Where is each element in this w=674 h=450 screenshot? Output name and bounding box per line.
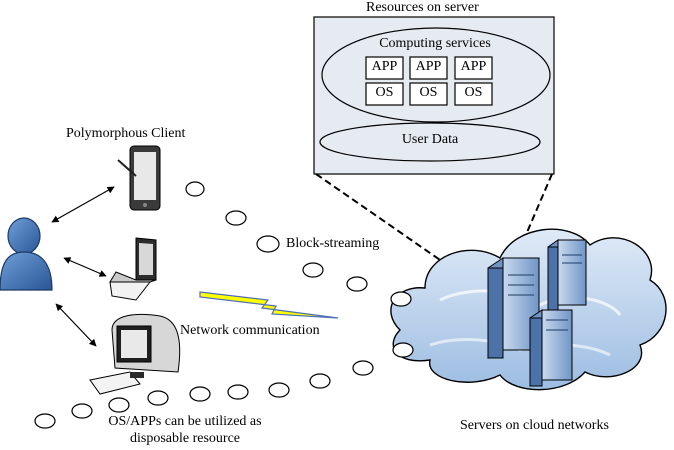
app-label-1: APP [371,59,398,74]
resources-on-server-label: Resources on server [366,0,479,15]
os-apps-caption-line2: disposable resource [129,431,241,446]
os-box-2 [409,82,448,106]
server-icon [547,239,587,313]
server-resources-panel [313,16,555,175]
computing-services-ellipse [321,27,551,123]
servers-on-cloud-label: Servers on cloud networks [460,418,609,433]
tablet-icon [117,145,161,211]
app-box-3 [454,56,493,80]
os-label-3: OS [464,85,483,100]
app-box-1 [365,56,404,80]
client-arrows [51,186,115,347]
user-icon [0,217,53,291]
app-label-3: APP [460,59,487,74]
stream-dots [34,181,414,429]
os-label-1: OS [375,85,394,100]
os-label-2: OS [419,85,438,100]
server-icon [529,309,573,387]
polymorphous-client-label: Polymorphous Client [66,126,186,141]
app-box-2 [409,56,448,80]
app-label-2: APP [415,59,442,74]
user-data-label: User Data [401,132,459,147]
lightning-icon [199,291,339,319]
network-communication-label: Network communication [180,323,320,338]
os-box-3 [454,82,493,106]
os-box-1 [365,82,404,106]
user-data-ellipse [319,122,541,162]
desktop-icon [89,313,181,395]
laptop-icon [109,237,157,301]
os-apps-caption-line1: OS/APPs can be utilized as [108,414,262,429]
block-streaming-label: Block-streaming [286,236,380,251]
computing-services-label: Computing services [379,36,491,51]
